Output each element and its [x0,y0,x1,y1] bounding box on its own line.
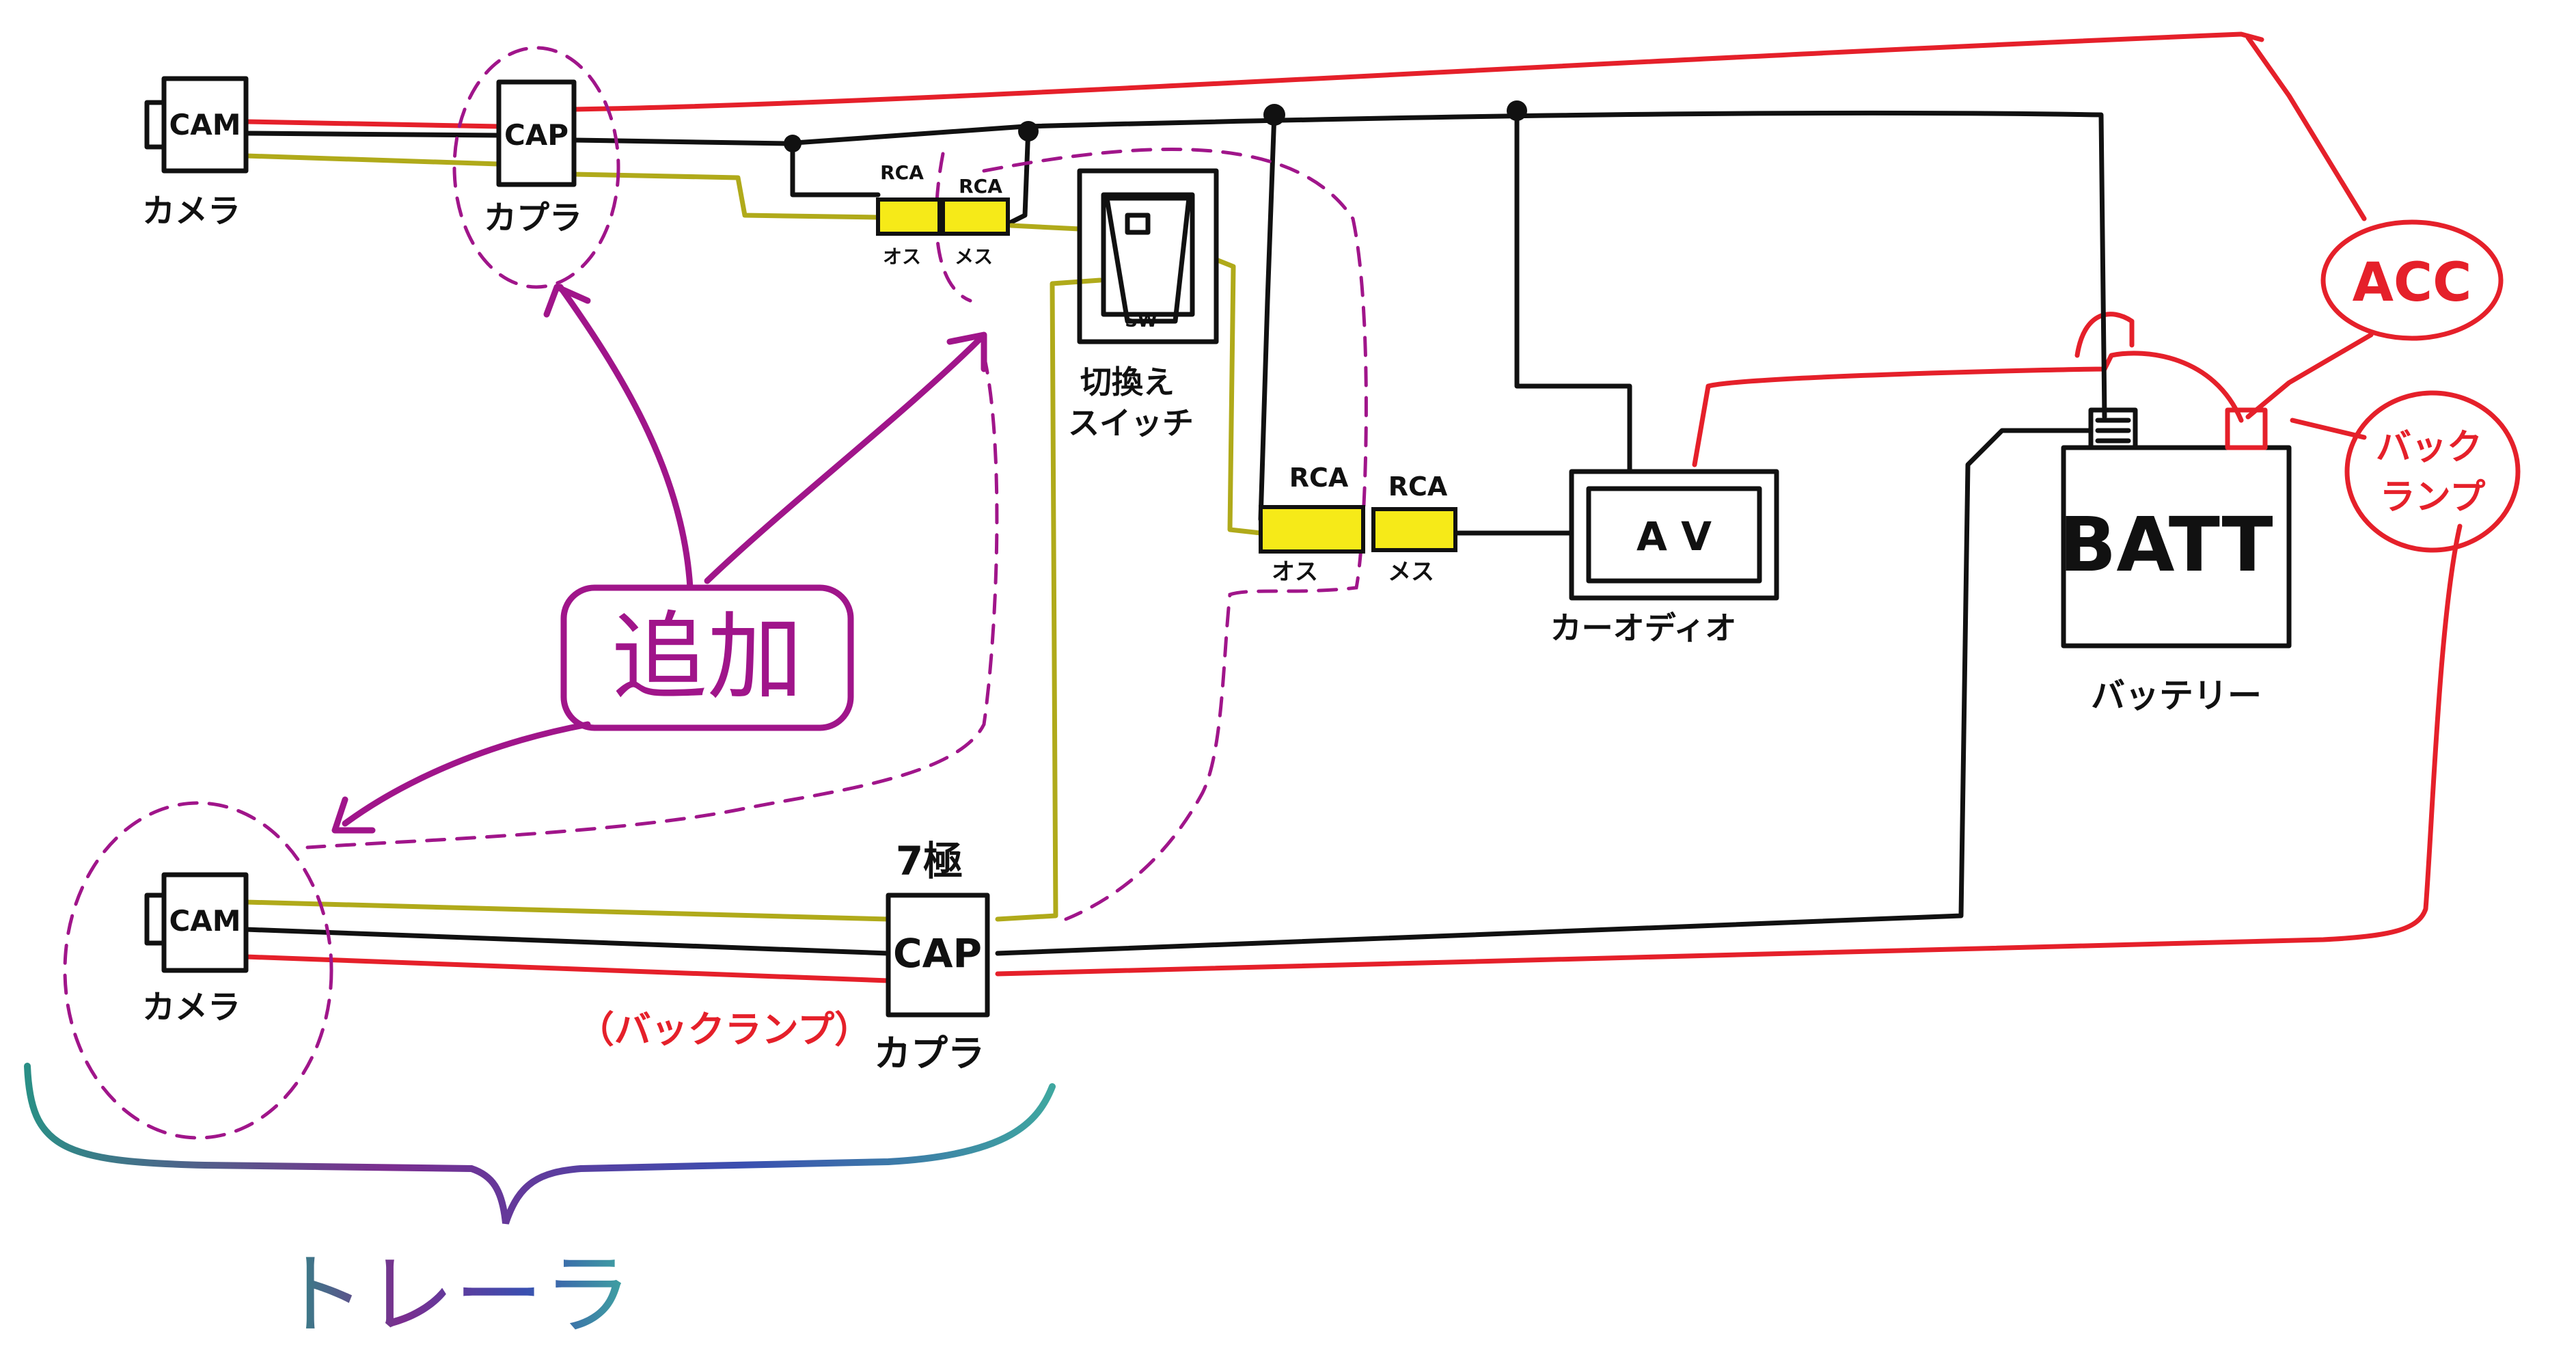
junction-dot [784,135,801,152]
added-label: 追加 [612,602,803,713]
added-wiring-dashed [63,46,1368,1140]
acc-source: ACC [2320,219,2504,341]
rca-female-plug [941,198,1010,236]
added-arrows [331,284,987,834]
back-lamp-note: （バックランプ） [577,1008,871,1051]
rca-female-label: メス [1388,558,1434,586]
rca-pair-top: RCA RCA オス メス [876,161,1010,268]
back-lamp: バック ランプ [2344,390,2521,553]
camera-top: CAM カメラ [142,76,249,230]
rca-male-plug [1259,505,1365,554]
junction-dot [1263,104,1285,126]
battery: BATT バッテリー [2059,407,2292,716]
camera-top-label: CAM [169,108,241,141]
rca-female-label: メス [955,245,993,268]
rca-label: RCA [880,161,924,184]
trailer-camera-dashed-outline [63,801,333,1140]
added-annotation: 追加 [560,584,854,731]
camera-trailer: CAM カメラ [142,872,249,1026]
coupler-trailer-caption: カプラ [874,1032,985,1075]
rca-male-plug [876,198,942,236]
car-audio-label: A V [1636,513,1712,560]
camera-trailer-label: CAM [169,904,241,938]
rca-male-label: オス [883,245,921,268]
camera-top-caption: カメラ [142,192,241,230]
rca-male-label: オス [1272,558,1318,586]
camera-trailer-caption: カメラ [142,988,241,1026]
car-audio: A V カーオディオ [1550,469,1779,646]
acc-label: ACC [2353,252,2472,314]
switch: SW 切換え スイッチ [1068,168,1219,441]
rca-pair-middle: RCA RCA オス メス [1259,463,1457,586]
junction-dot [1507,100,1527,121]
coupler-dashed-outline [452,46,620,289]
back-lamp-line1: バック [2376,427,2482,468]
switch-caption-line1: 切換え [1080,364,1175,400]
trailer-label: トレーラ [277,1243,632,1347]
rca-female-plug [1371,507,1457,552]
rca-label: RCA [1388,472,1448,502]
coupler-top-label: CAP [504,118,568,152]
junction-dot [1018,121,1039,141]
switch-sw-label: SW [1125,311,1157,331]
battery-caption: バッテリー [2091,676,2262,716]
trailer-brace: トレーラ [24,1063,1056,1347]
switch-caption-line2: スイッチ [1068,405,1194,441]
coupler-trailer-label: CAP [893,930,982,977]
black-wires [243,107,2107,956]
red-wires [243,31,2463,983]
coupler-top-caption: カプラ [484,199,582,237]
signal-wires [243,153,1263,922]
back-lamp-line2: ランプ [2380,477,2485,518]
coupler-trailer: 7極 CAP カプラ （バックランプ） [577,838,990,1075]
car-audio-caption: カーオディオ [1550,610,1737,646]
battery-label: BATT [2059,501,2273,588]
rca-label: RCA [1289,463,1349,493]
rca-label: RCA [959,175,1002,198]
coupler-7pole-label: 7極 [896,838,963,884]
coupler-top: CAP カプラ [484,79,582,237]
junction-dots [784,100,1527,152]
